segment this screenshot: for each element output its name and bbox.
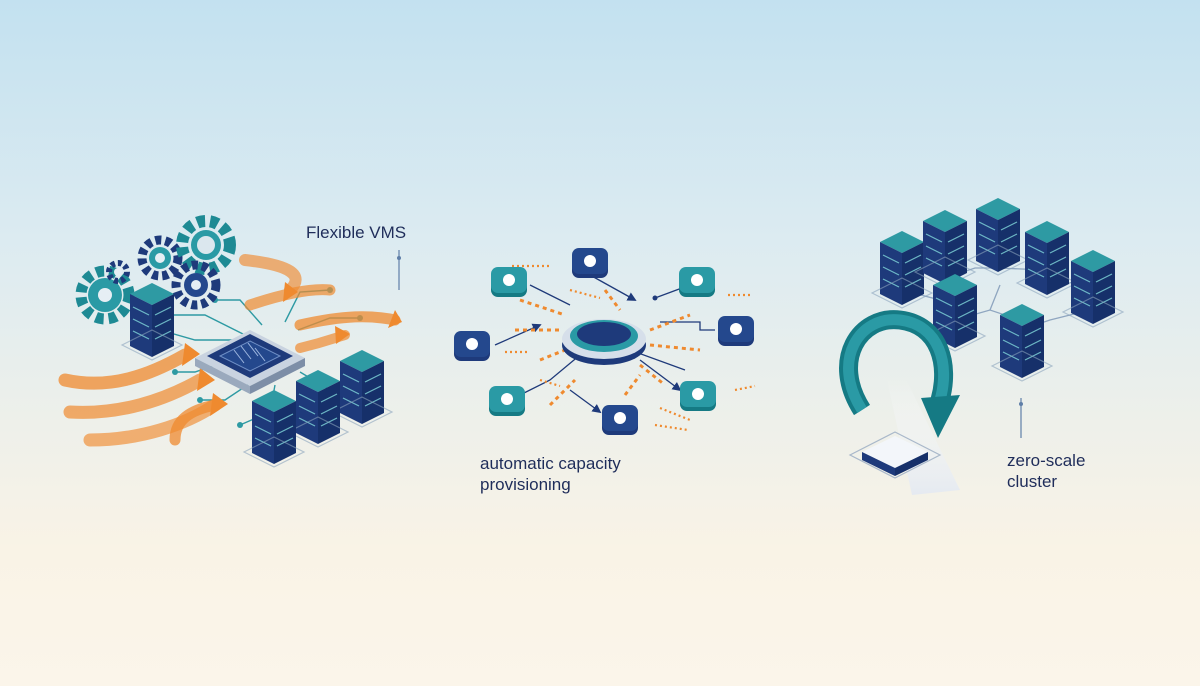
gear-icon	[106, 260, 130, 284]
server-icon	[331, 349, 393, 428]
node-tile-icon	[491, 267, 527, 297]
flexible-vms-label: Flexible VMS	[306, 222, 406, 243]
zero-scale-label: zero-scale cluster	[1007, 450, 1085, 492]
server-icon	[121, 282, 183, 361]
gear-icon	[75, 265, 135, 325]
flexible-vms-label-text: Flexible VMS	[306, 223, 407, 242]
server-icon	[1016, 220, 1078, 299]
provisioning-label: automatic capacity provisioning	[480, 453, 621, 495]
gear-icon	[137, 235, 183, 281]
zero-scale-label-line2: cluster	[1007, 472, 1058, 491]
node-tile-icon	[680, 381, 716, 411]
provisioning-label-line1: automatic capacity	[480, 454, 621, 473]
node-tile-icon	[454, 331, 490, 361]
gear-icon	[171, 260, 221, 310]
provisioning-label-line2: provisioning	[480, 475, 571, 494]
hub-icon	[562, 319, 646, 365]
server-icon	[1062, 249, 1124, 328]
connector-lines	[494, 274, 715, 414]
server-icon	[967, 197, 1029, 276]
node-tile-icon	[489, 386, 525, 416]
zero-scale-panel	[839, 197, 1124, 495]
server-icon	[287, 369, 349, 448]
node-tile-icon	[718, 316, 754, 346]
orange-arrowheads	[182, 282, 402, 416]
orange-dash-marks	[505, 264, 756, 432]
flexible-vms-panel	[58, 215, 402, 468]
gear-icon	[176, 215, 236, 275]
scale-down-circular-arrow-icon	[839, 310, 960, 438]
node-tile-icon	[679, 267, 715, 297]
empty-platform-icon	[848, 431, 942, 479]
node-tile-icon	[602, 405, 638, 435]
node-tile-icon	[572, 248, 608, 278]
server-icon	[991, 303, 1053, 382]
chip-icon	[195, 330, 305, 394]
light-beam	[886, 375, 960, 495]
server-icon	[243, 389, 305, 468]
provisioning-panel	[454, 248, 756, 435]
zero-scale-label-line1: zero-scale	[1007, 451, 1086, 470]
